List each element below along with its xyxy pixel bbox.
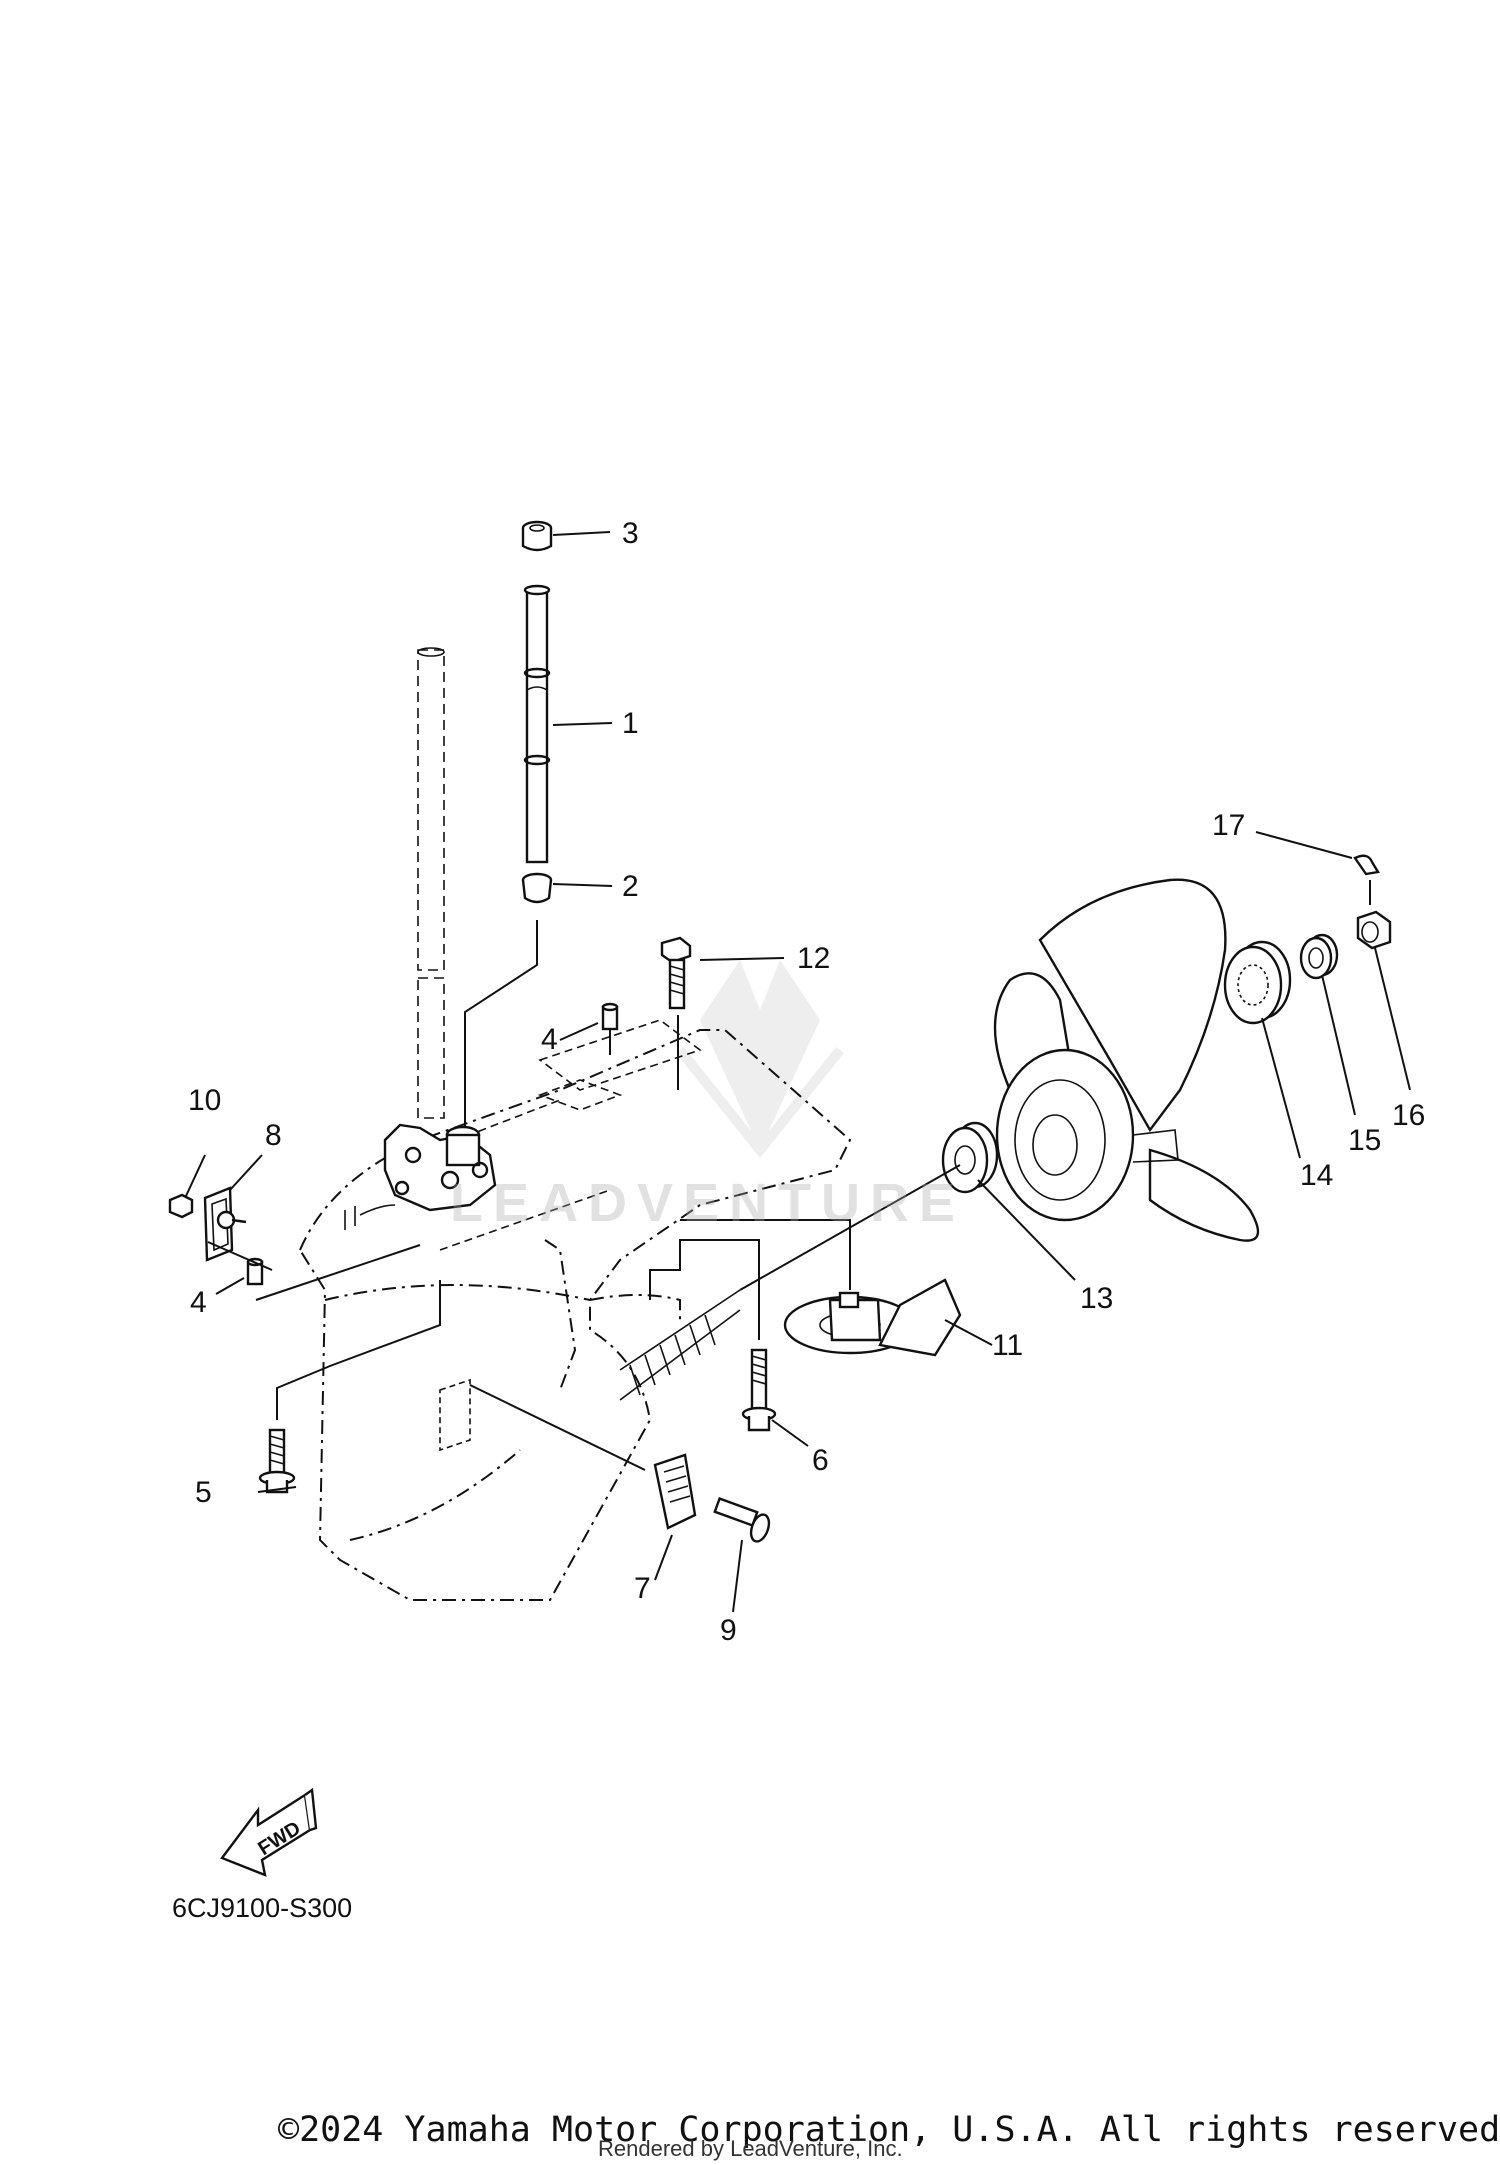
trim-tab-11: [783, 1278, 962, 1357]
nut-16: [1356, 910, 1392, 950]
callout-6: 6: [812, 1444, 829, 1477]
propeller: [993, 878, 1260, 1242]
callout-3: 3: [622, 517, 639, 550]
shift-rod: [523, 584, 551, 864]
leader-4b: [215, 1277, 245, 1295]
diagram-code: 6CJ9100-S300: [172, 1893, 353, 1923]
callout-11: 11: [992, 1329, 1023, 1362]
callout-9: 9: [720, 1614, 737, 1647]
driveshaft: [417, 647, 445, 1119]
watermark-logo: [676, 960, 844, 1159]
callout-8: 8: [265, 1119, 282, 1152]
callout-15: 15: [1348, 1124, 1381, 1157]
callout-labels: 3 1 2 12 4 10 8 4 5 6 7 9 11 13 14 15 16…: [188, 517, 1425, 1647]
callout-17: 17: [1212, 809, 1245, 842]
callout-13: 13: [1080, 1282, 1113, 1315]
bushing-lower: [521, 872, 553, 904]
thrust-washer-13: [941, 1121, 999, 1194]
screw-9: [713, 1497, 771, 1543]
cotter-pin-17: [1353, 854, 1380, 905]
callout-5: 5: [195, 1476, 212, 1509]
bushing-top: [521, 520, 553, 552]
dowel-pin-lower: [246, 1257, 264, 1286]
callout-2: 2: [622, 870, 639, 903]
bolt-6: [741, 1348, 777, 1432]
callout-14: 14: [1300, 1159, 1333, 1192]
copyright-notice: ©2024 Yamaha Motor Corporation, U.S.A. A…: [278, 2110, 1500, 2150]
nut-10: [168, 1193, 194, 1219]
callout-4-lower: 4: [190, 1286, 207, 1319]
fwd-arrow: FWD: [220, 1787, 318, 1877]
lower-casing: [298, 1019, 852, 1601]
bolt-12: [660, 936, 692, 1010]
bolt-5: [258, 1428, 296, 1494]
grommet-8: [203, 1186, 247, 1262]
callout-4-upper: 4: [541, 1023, 558, 1056]
callout-leaders: [185, 531, 1411, 1613]
water-pump-housing: [344, 1123, 497, 1230]
watermark-text: LEADVENTURE: [450, 1173, 966, 1233]
spacer-14: [1223, 940, 1292, 1025]
callout-12: 12: [797, 942, 830, 975]
anode-7: [653, 1453, 697, 1530]
callout-7: 7: [634, 1572, 651, 1605]
callout-16: 16: [1392, 1099, 1425, 1132]
dowel-pin-upper: [601, 1002, 619, 1055]
callout-1: 1: [622, 707, 639, 740]
washer-15: [1299, 933, 1339, 980]
callout-10: 10: [188, 1084, 221, 1117]
leader-4a: [559, 1022, 599, 1041]
rendered-by-notice: Rendered by LeadVenture, Inc.: [598, 2136, 903, 2161]
